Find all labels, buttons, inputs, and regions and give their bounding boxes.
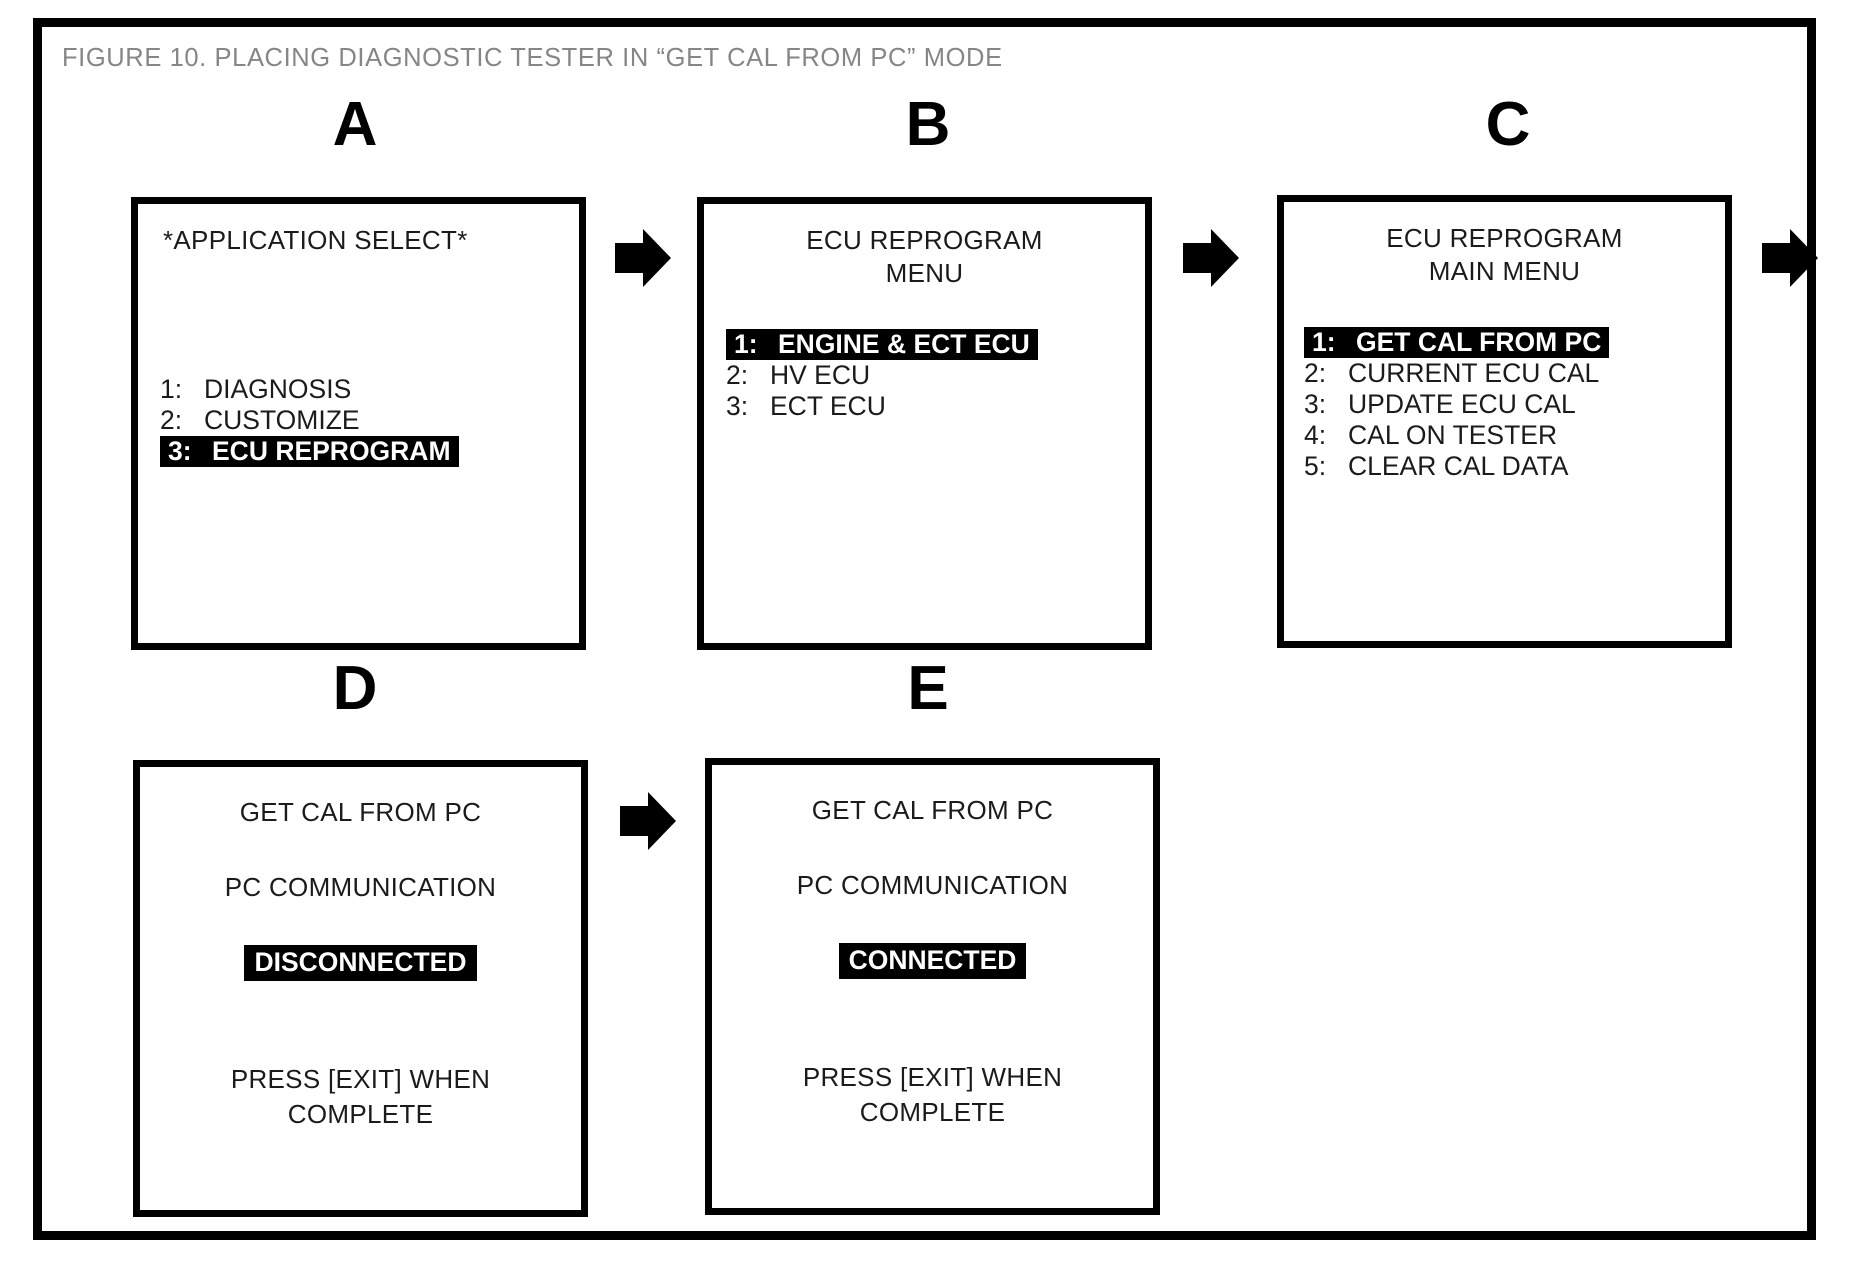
panel-letter-e: E <box>907 654 949 723</box>
arrow-c-to-d-icon <box>1762 227 1818 289</box>
menu-item-number: 4: <box>1304 419 1327 450</box>
menu-item-label: GET CAL FROM PC <box>1356 326 1602 357</box>
menu-item-label: DIAGNOSIS <box>204 373 352 404</box>
menu-item-number: 5: <box>1304 450 1327 481</box>
status-badge-connected: CONNECTED <box>838 943 1027 979</box>
screen-b-title-line2: MENU <box>885 258 964 288</box>
menu-item-ect-ecu[interactable]: 3: ECT ECU <box>726 391 1123 422</box>
menu-item-engine-ect-ecu[interactable]: 1: ENGINE & ECT ECU <box>726 329 1038 360</box>
status-badge-disconnected: DISCONNECTED <box>244 945 477 981</box>
menu-item-number: 3: <box>1304 388 1327 419</box>
menu-item-number: 2: <box>160 404 183 435</box>
panel-letter-d: D <box>332 654 378 723</box>
menu-item-label: HV ECU <box>770 359 871 390</box>
menu-item-hv-ecu[interactable]: 2: HV ECU <box>726 360 1123 391</box>
arrow-a-to-b-icon <box>615 227 671 289</box>
menu-item-label: CUSTOMIZE <box>204 404 360 435</box>
menu-item-label: CAL ON TESTER <box>1348 419 1558 450</box>
menu-item-label: UPDATE ECU CAL <box>1348 388 1576 419</box>
screen-c-menu[interactable]: 1: GET CAL FROM PC 2: CURRENT ECU CAL 3:… <box>1304 327 1705 482</box>
panel-letter-a: A <box>332 90 378 159</box>
screen-d-footer-line1: PRESS [EXIT] WHEN <box>230 1064 491 1094</box>
menu-item-update-ecu-cal[interactable]: 3: UPDATE ECU CAL <box>1304 389 1705 420</box>
screen-d-line1: GET CAL FROM PC <box>239 797 482 827</box>
screen-d-footer-line2: COMPLETE <box>287 1099 434 1129</box>
menu-item-number: 1: <box>160 373 183 404</box>
screen-e-line1: GET CAL FROM PC <box>811 795 1054 825</box>
menu-item-number: 2: <box>1304 357 1327 388</box>
tester-screen-e[interactable]: GET CAL FROM PC PC COMMUNICATION CONNECT… <box>705 758 1160 1215</box>
menu-item-label: CLEAR CAL DATA <box>1348 450 1569 481</box>
screen-c-title-line2: MAIN MENU <box>1428 256 1581 286</box>
arrow-d-to-e-icon <box>620 790 676 852</box>
menu-item-clear-cal-data[interactable]: 5: CLEAR CAL DATA <box>1304 451 1705 482</box>
tester-screen-d[interactable]: GET CAL FROM PC PC COMMUNICATION DISCONN… <box>133 760 588 1217</box>
screen-a-title: *APPLICATION SELECT* <box>163 225 468 255</box>
menu-item-label: ECT ECU <box>770 390 886 421</box>
screen-e-footer-line1: PRESS [EXIT] WHEN <box>802 1062 1063 1092</box>
menu-item-number: 2: <box>726 359 749 390</box>
screen-b-menu[interactable]: 1: ENGINE & ECT ECU 2: HV ECU 3: ECT ECU <box>726 329 1123 422</box>
screen-c-title-line1: ECU REPROGRAM <box>1386 223 1623 253</box>
tester-screen-b[interactable]: ECU REPROGRAM MENU 1: ENGINE & ECT ECU 2… <box>697 197 1152 650</box>
tester-screen-c[interactable]: ECU REPROGRAM MAIN MENU 1: GET CAL FROM … <box>1277 195 1732 648</box>
screen-d-line2: PC COMMUNICATION <box>224 872 497 902</box>
screen-b-title-line1: ECU REPROGRAM <box>806 225 1043 255</box>
menu-item-number: 3: <box>168 435 192 466</box>
menu-item-number: 3: <box>726 390 749 421</box>
menu-item-ecu-reprogram[interactable]: 3: ECU REPROGRAM <box>160 436 459 467</box>
arrow-b-to-c-icon <box>1183 227 1239 289</box>
menu-item-diagnosis[interactable]: 1: DIAGNOSIS <box>160 374 557 405</box>
screen-e-line2: PC COMMUNICATION <box>796 870 1069 900</box>
menu-item-current-ecu-cal[interactable]: 2: CURRENT ECU CAL <box>1304 358 1705 389</box>
screen-e-footer-line2: COMPLETE <box>859 1097 1006 1127</box>
menu-item-number: 1: <box>734 328 758 359</box>
panel-letter-c: C <box>1485 90 1531 159</box>
menu-item-customize[interactable]: 2: CUSTOMIZE <box>160 405 557 436</box>
panel-letter-b: B <box>905 90 951 159</box>
tester-screen-a[interactable]: *APPLICATION SELECT* 1: DIAGNOSIS 2: CUS… <box>131 197 586 650</box>
menu-item-get-cal-from-pc[interactable]: 1: GET CAL FROM PC <box>1304 326 1610 358</box>
menu-item-label: CURRENT ECU CAL <box>1348 357 1600 388</box>
menu-item-cal-on-tester[interactable]: 4: CAL ON TESTER <box>1304 420 1705 451</box>
menu-item-label: ENGINE & ECT ECU <box>778 328 1030 359</box>
menu-item-label: ECU REPROGRAM <box>212 435 451 466</box>
menu-item-number: 1: <box>1312 326 1336 357</box>
figure-caption: FIGURE 10. PLACING DIAGNOSTIC TESTER IN … <box>62 44 1003 72</box>
screen-a-menu[interactable]: 1: DIAGNOSIS 2: CUSTOMIZE 3: ECU REPROGR… <box>160 374 557 467</box>
